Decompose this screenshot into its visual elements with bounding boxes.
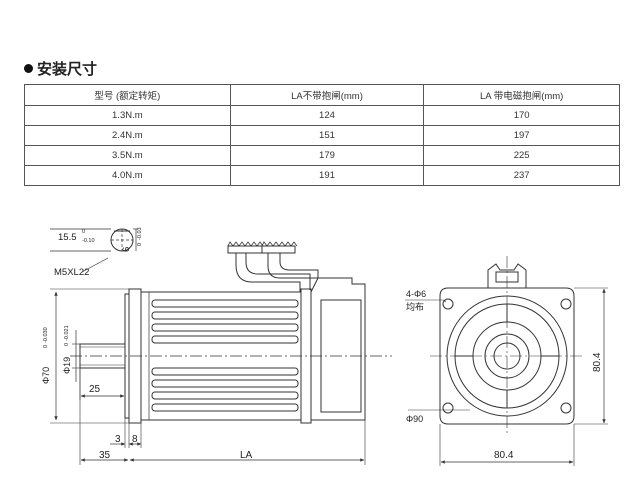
holes-sub: 均布 [406,301,424,312]
dim-spigot: 3 [115,434,121,445]
shaft-dia-value: Φ19 [62,357,72,374]
table-header-row: 型号 (额定转矩) LA不带抱闸(mm) LA 带电磁抱闸(mm) [24,84,620,106]
table-row: 4.0N.m 191 237 [24,165,620,186]
keyway-width-tol-upper: 0 [82,229,85,235]
pcd-label: Φ90 [406,414,423,424]
dim-shaft-length: 25 [89,384,101,395]
flange-dia-tol: 0 -0.030 [43,327,49,348]
holes-label: 4-Φ6 [406,289,426,299]
bullet-icon [24,64,33,73]
keyway-width: 15.5 [58,232,77,243]
flange-dia-value: Φ70 [41,367,51,384]
shaft-dia: Φ19 [62,357,72,374]
dim-shaft-ext: 35 [99,450,111,461]
dim-width: 80.4 [494,450,514,461]
table-row: 3.5N.m 179 225 [24,145,620,166]
keyway-depth-tol-lower: -0.03 [137,227,143,240]
keyway-depth-tol: 0 -0.03 [137,227,143,246]
flange-dia: Φ70 [41,367,51,384]
shaft-end-detail [50,228,137,273]
dim-height: 80.4 [592,352,603,372]
flange-dia-tol-upper: 0 [43,345,49,348]
shaft-dia-tol: 0 -0.021 [64,325,70,346]
dim-la: LA [240,450,253,461]
thread-spec: M5XL22 [54,267,89,278]
dimension-table: 型号 (额定转矩) LA不带抱闸(mm) LA 带电磁抱闸(mm) 1.3N.m… [24,84,620,186]
section-heading: 安装尺寸 [24,58,97,79]
shaft-dia-tol-lower: -0.021 [64,325,70,341]
cell-la-brake: 237 [423,165,620,186]
table-row: 1.3N.m 124 170 [24,105,620,126]
keyway-depth-tol-upper: 0 [137,243,143,246]
flange-dia-tol-lower: -0.030 [43,327,49,343]
dim-flange: 8 [132,434,138,445]
section-title: 安装尺寸 [37,61,98,78]
shaft-dia-tol-upper: 0 [64,343,70,346]
motor-side-view [50,241,392,465]
motor-front-view [405,256,608,466]
cell-model: 4.0N.m [24,165,231,186]
keyway-width-tol-lower: -0.10 [82,238,95,244]
keyway-depth: 6 [121,247,132,252]
